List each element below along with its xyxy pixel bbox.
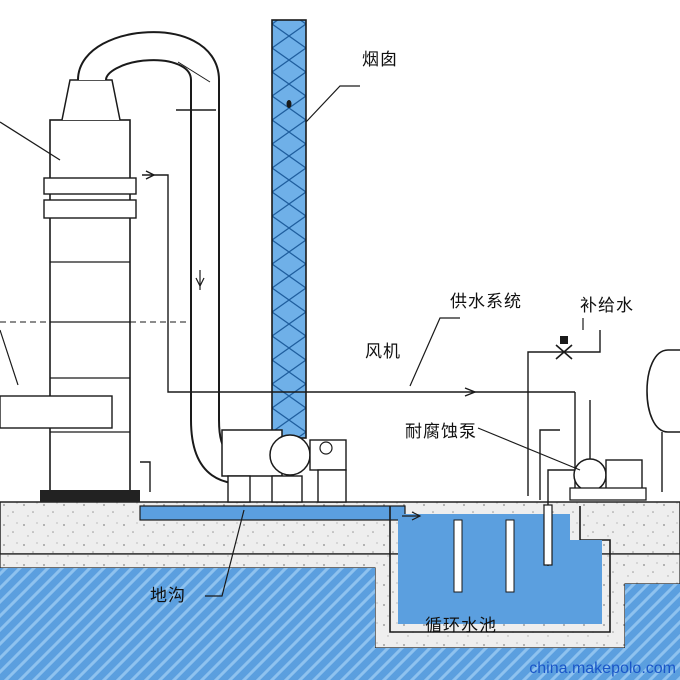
chimney [271, 19, 307, 439]
label-makeup-water: 补给水 [580, 296, 634, 316]
label-pump: 耐腐蚀泵 [405, 422, 477, 442]
label-chimney: 烟囱 [362, 50, 398, 70]
groundwater [0, 568, 680, 680]
label-pool: 循环水池 [425, 616, 497, 636]
fan [221, 429, 347, 503]
scrubber-tower [0, 79, 140, 502]
label-water-supply: 供水系统 [450, 292, 522, 312]
circulation-pool [389, 506, 611, 633]
water-tank [646, 349, 680, 492]
trench-channel [139, 505, 406, 521]
label-trench: 地沟 [150, 586, 186, 606]
makeup-water-valve [555, 336, 573, 360]
pool-baffle-2 [505, 519, 515, 593]
pool-baffle-1 [453, 519, 463, 593]
watermark: china.makepolo.com [529, 660, 676, 677]
label-fan: 风机 [365, 342, 401, 362]
label-leaders [205, 85, 584, 597]
corrosion-resistant-pump [543, 458, 647, 566]
